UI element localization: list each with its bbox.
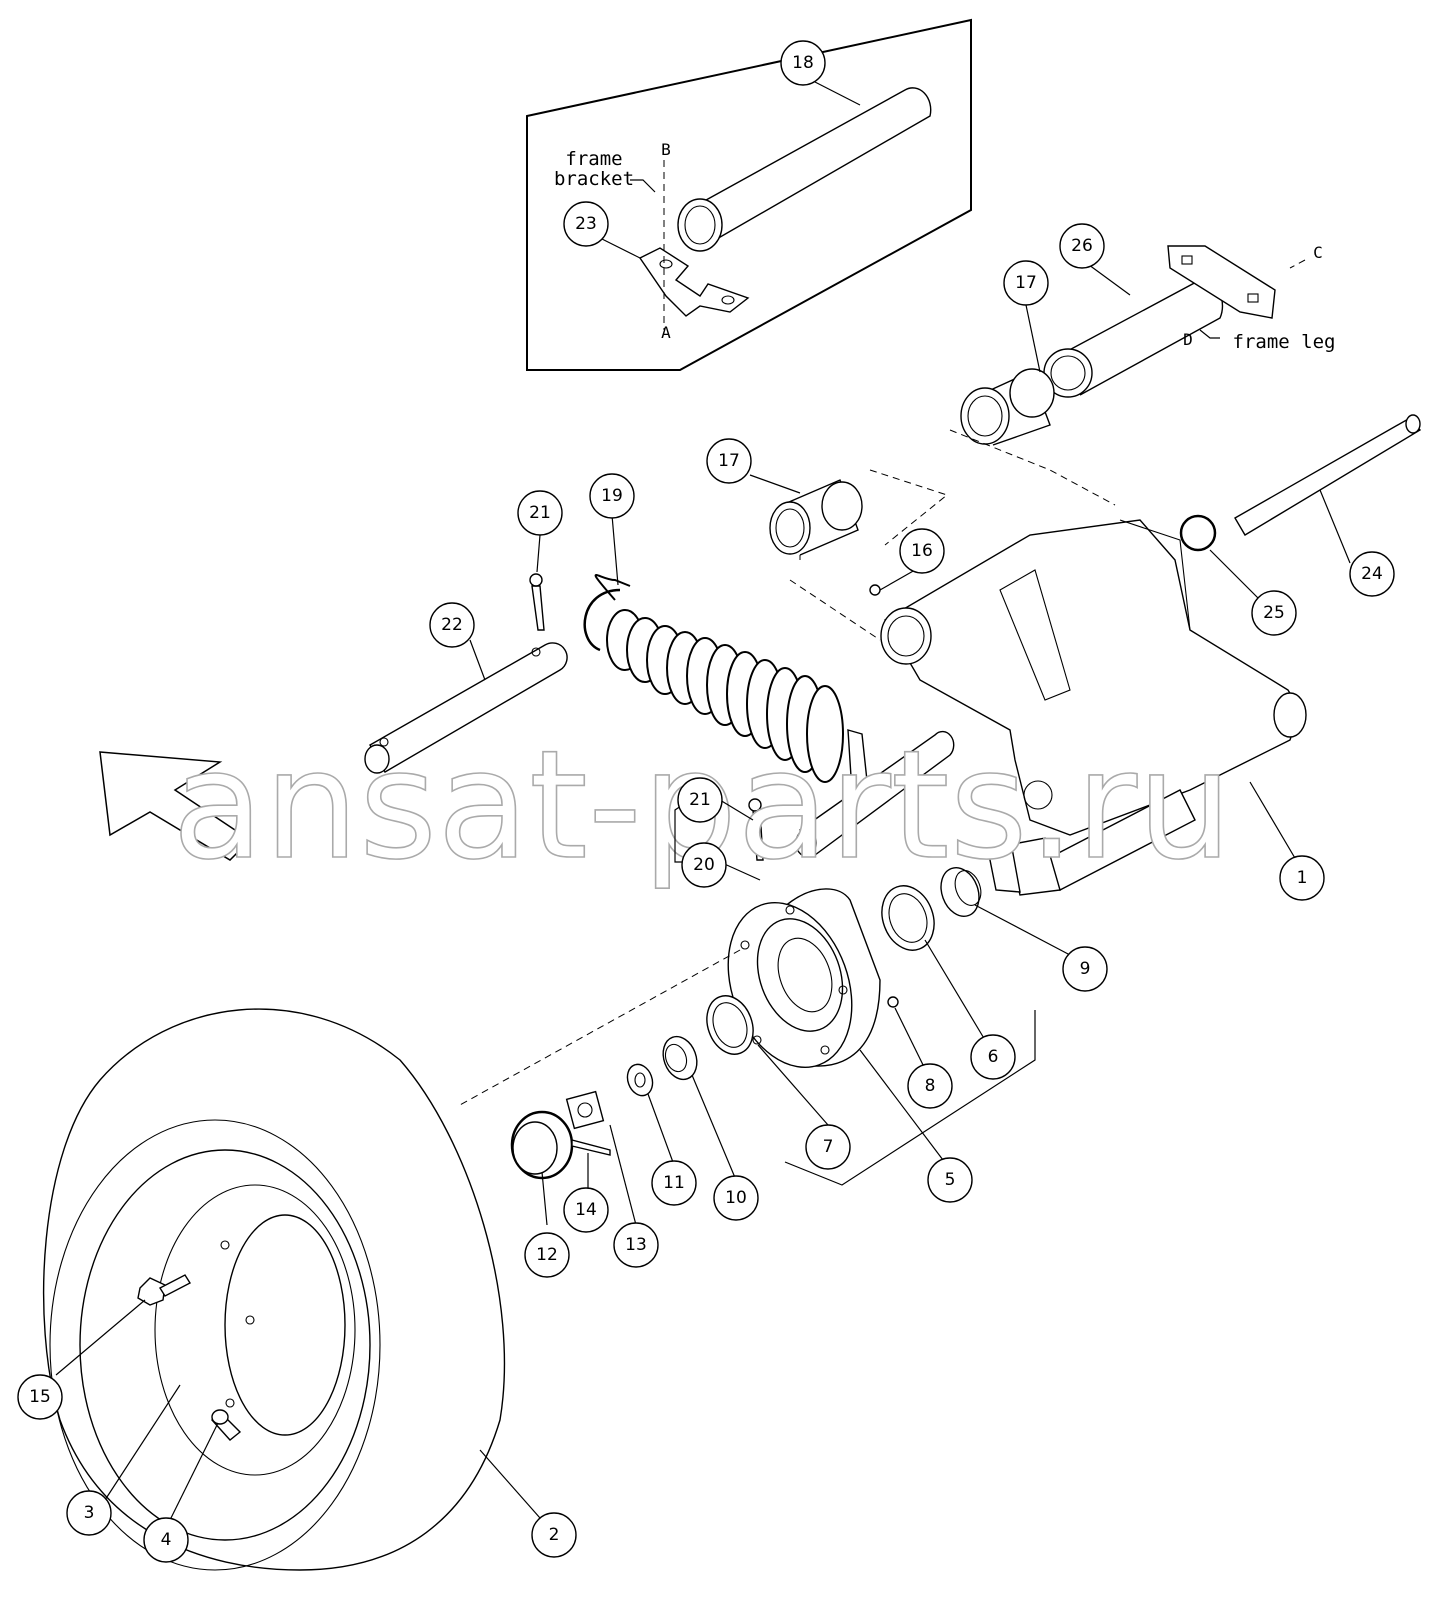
callout-19: 19 xyxy=(589,473,635,519)
callout-16: 16 xyxy=(899,528,945,574)
callout-25: 25 xyxy=(1251,590,1297,636)
callout-20: 20 xyxy=(681,842,727,888)
callout-21-lower: 21 xyxy=(677,777,723,823)
svg-text:20: 20 xyxy=(693,855,715,875)
bushing-17-upper xyxy=(960,368,1055,446)
svg-text:17: 17 xyxy=(1015,273,1037,293)
svg-text:2: 2 xyxy=(549,1525,560,1545)
svg-text:3: 3 xyxy=(84,1503,95,1523)
svg-text:17: 17 xyxy=(718,451,740,471)
label-frame-leg: frame leg xyxy=(1233,331,1336,353)
callout-13: 13 xyxy=(613,1222,659,1268)
wheel-tire-2 xyxy=(42,1008,506,1571)
slotted-nut-13 xyxy=(565,1090,605,1130)
svg-text:12: 12 xyxy=(536,1245,558,1265)
svg-text:14: 14 xyxy=(575,1200,597,1220)
inset-detail-box xyxy=(526,18,972,371)
label-frame: frame xyxy=(565,148,622,170)
svg-text:19: 19 xyxy=(601,486,623,506)
callout-4: 4 xyxy=(143,1517,189,1563)
spring-pin-20 xyxy=(795,730,955,857)
svg-text:21: 21 xyxy=(529,503,551,523)
svg-text:7: 7 xyxy=(823,1137,834,1157)
svg-text:25: 25 xyxy=(1263,603,1285,623)
svg-text:13: 13 xyxy=(625,1235,647,1255)
callout-2: 2 xyxy=(531,1512,577,1558)
callout-26: 26 xyxy=(1059,223,1105,269)
label-point-d: D xyxy=(1183,330,1193,349)
callout-17-lower: 17 xyxy=(706,438,752,484)
callout-11: 11 xyxy=(651,1160,697,1206)
cotter-pin-14 xyxy=(571,1139,611,1156)
svg-text:9: 9 xyxy=(1080,959,1091,979)
svg-text:11: 11 xyxy=(663,1173,685,1193)
svg-text:6: 6 xyxy=(988,1047,999,1067)
cotter-pin-21-upper xyxy=(529,573,545,631)
bushing-17-lower xyxy=(769,479,863,556)
cotter-pin-21-lower xyxy=(748,798,764,861)
svg-text:24: 24 xyxy=(1361,564,1383,584)
callout-21-upper: 21 xyxy=(517,490,563,536)
svg-text:23: 23 xyxy=(575,214,597,234)
svg-text:22: 22 xyxy=(441,615,463,635)
bearing-cup-7 xyxy=(706,995,754,1055)
svg-text:1: 1 xyxy=(1297,868,1308,888)
pivot-tube-18 xyxy=(677,87,932,252)
callout-9: 9 xyxy=(1062,946,1108,992)
callout-17-upper: 17 xyxy=(1003,260,1049,306)
callout-22: 22 xyxy=(429,602,475,648)
callout-10: 10 xyxy=(713,1175,759,1221)
washer-11 xyxy=(626,1063,654,1097)
callout-7: 7 xyxy=(805,1124,851,1170)
callout-8: 8 xyxy=(907,1063,953,1109)
callout-6: 6 xyxy=(970,1034,1016,1080)
svg-text:15: 15 xyxy=(29,1387,51,1407)
svg-text:21: 21 xyxy=(689,790,711,810)
callout-14: 14 xyxy=(563,1187,609,1233)
extension-spring-19 xyxy=(583,574,869,793)
callout-24: 24 xyxy=(1349,551,1395,597)
svg-text:26: 26 xyxy=(1071,236,1093,256)
callout-5: 5 xyxy=(927,1157,973,1203)
clevis-pin-22 xyxy=(364,642,568,774)
callout-23: 23 xyxy=(563,201,609,247)
snap-ring-25 xyxy=(1179,514,1217,552)
valve-stem-4 xyxy=(211,1409,242,1441)
bearing-cone-9 xyxy=(940,867,982,917)
frame-bracket-23 xyxy=(638,247,750,317)
callout-18: 18 xyxy=(780,40,826,86)
direction-arrow xyxy=(99,751,252,861)
callout-12: 12 xyxy=(524,1232,570,1278)
svg-text:5: 5 xyxy=(945,1170,956,1190)
dust-cap-12 xyxy=(510,1110,574,1180)
svg-text:16: 16 xyxy=(911,541,933,561)
label-point-c: C xyxy=(1313,243,1323,262)
svg-text:8: 8 xyxy=(925,1076,936,1096)
grease-fitting-8 xyxy=(887,996,899,1008)
lug-bolt-15 xyxy=(137,1274,191,1306)
pivot-pin-24 xyxy=(1234,414,1422,536)
label-point-b: B xyxy=(661,140,671,159)
wheel-hub-5 xyxy=(727,888,881,1069)
svg-text:10: 10 xyxy=(725,1188,747,1208)
callout-15: 15 xyxy=(17,1374,63,1420)
leader-lines xyxy=(55,81,1351,1521)
svg-text:4: 4 xyxy=(161,1530,172,1550)
label-bracket: bracket xyxy=(554,168,634,190)
trailing-arm-1 xyxy=(880,519,1307,896)
callout-1: 1 xyxy=(1279,855,1325,901)
svg-text:18: 18 xyxy=(792,53,814,73)
label-point-a: A xyxy=(661,323,671,342)
callout-3: 3 xyxy=(66,1490,112,1536)
bearing-cup-6 xyxy=(881,885,935,951)
frame-leg-26 xyxy=(1043,245,1276,398)
bearing-cone-10 xyxy=(662,1035,698,1081)
